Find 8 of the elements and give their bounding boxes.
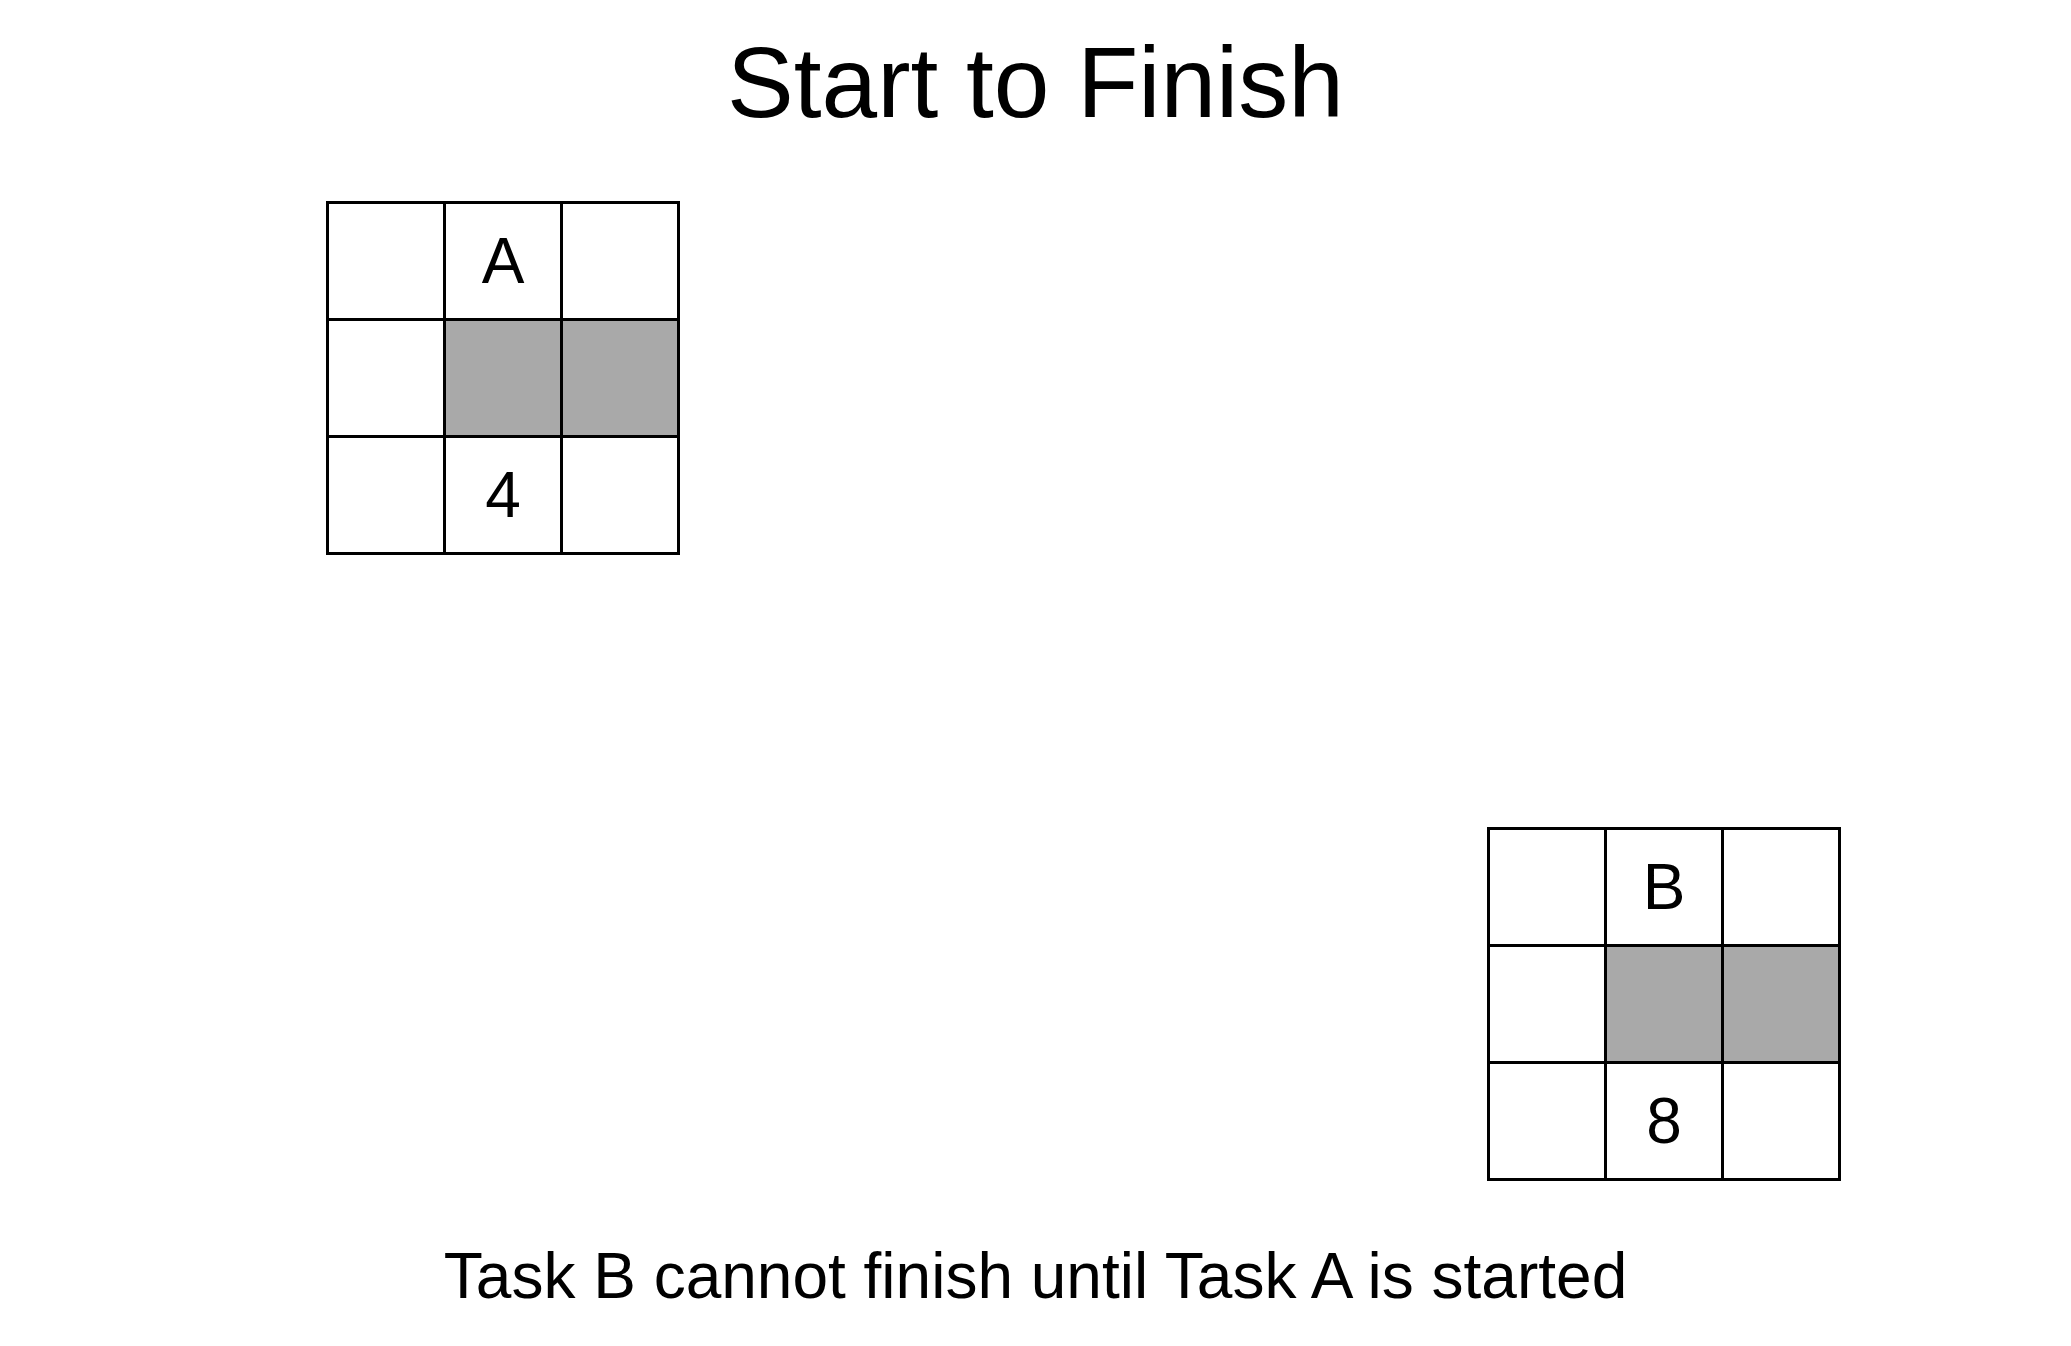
task-grid	[326, 201, 680, 555]
title: Start to Finish	[727, 25, 1344, 140]
task-grid	[1487, 827, 1841, 1181]
task-letter: B	[1642, 855, 1686, 919]
duration-number: 4	[485, 463, 521, 527]
duration-number: 8	[1646, 1089, 1682, 1153]
caption: Task B cannot finish until Task A is started	[443, 1239, 1628, 1314]
task-letter: A	[481, 229, 525, 293]
